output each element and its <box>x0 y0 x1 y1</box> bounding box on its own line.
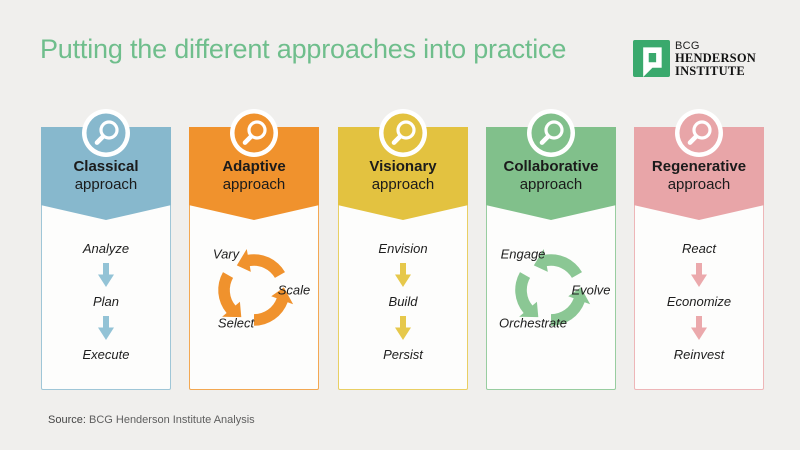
cycle-step-label: Engage <box>500 246 546 262</box>
step-label: React <box>682 241 716 256</box>
approach-card-collaborative: Collaborative approach Engage Evolve Orc… <box>486 127 616 390</box>
approach-name: Visionary <box>369 158 437 175</box>
cycle-step-label: Vary <box>212 246 240 262</box>
magnifier-icon <box>675 109 723 157</box>
approach-card-classical: Classical approach Analyze Plan Execute <box>41 127 171 390</box>
page-title: Putting the different approaches into pr… <box>40 34 567 64</box>
down-arrow-icon <box>691 263 707 287</box>
card-body: Analyze Plan Execute <box>42 220 170 389</box>
approach-card-regenerative: Regenerative approach React Economize Re… <box>634 127 764 390</box>
approach-subtitle: approach <box>519 176 583 193</box>
step-label: Plan <box>92 294 120 309</box>
approach-subtitle: approach <box>667 176 731 193</box>
step-label: Reinvest <box>673 347 725 362</box>
source-label: Source: <box>48 414 86 426</box>
card-banner: Visionary approach <box>338 127 468 220</box>
logo: BCG HENDERSON INSTITUTE <box>633 40 756 77</box>
down-arrow-icon <box>395 263 411 287</box>
step-label: Persist <box>383 347 423 362</box>
approach-name: Adaptive <box>222 158 286 175</box>
magnifier-badge <box>675 109 723 157</box>
approach-card-adaptive: Adaptive approach Vary Scale Select <box>189 127 319 390</box>
logo-institute: INSTITUTE <box>675 63 745 78</box>
logo-bcg: BCG <box>675 40 700 52</box>
approach-subtitle: approach <box>222 176 286 193</box>
magnifier-icon <box>230 109 278 157</box>
approach-name: Classical <box>73 158 139 175</box>
logo-text: BCG HENDERSON INSTITUTE <box>675 40 756 77</box>
step-label: Economize <box>666 294 732 309</box>
approach-subtitle: approach <box>371 176 435 193</box>
speech-bubble-icon <box>633 40 670 77</box>
card-body: Engage Evolve Orchestrate <box>487 220 615 375</box>
magnifier-icon <box>82 109 130 157</box>
source-text: BCG Henderson Institute Analysis <box>88 414 255 426</box>
step-label: Analyze <box>82 241 130 256</box>
card-body: React Economize Reinvest <box>635 220 763 389</box>
approach-subtitle: approach <box>74 176 138 193</box>
logo-henderson: HENDERSON <box>675 51 756 65</box>
down-arrow-icon <box>691 316 707 340</box>
step-label: Execute <box>82 347 130 362</box>
magnifier-badge <box>379 109 427 157</box>
step-label: Envision <box>378 241 428 256</box>
magnifier-icon <box>527 109 575 157</box>
card-body: Vary Scale Select <box>190 220 318 375</box>
magnifier-badge <box>82 109 130 157</box>
card-banner: Classical approach <box>41 127 171 220</box>
approach-name: Collaborative <box>503 158 599 175</box>
card-body: Envision Build Persist <box>339 220 467 389</box>
magnifier-badge <box>527 109 575 157</box>
approach-name: Regenerative <box>651 158 747 175</box>
down-arrow-icon <box>98 316 114 340</box>
cycle-step-label: Evolve <box>571 282 611 298</box>
cycle-step-label: Scale <box>277 282 311 298</box>
source-note: Source: BCG Henderson Institute Analysis <box>48 414 255 426</box>
cycle-step-label: Orchestrate <box>499 315 567 331</box>
down-arrow-icon <box>98 263 114 287</box>
approach-card-visionary: Visionary approach Envision Build Persis… <box>338 127 468 390</box>
magnifier-badge <box>230 109 278 157</box>
down-arrow-icon <box>395 316 411 340</box>
cycle-step-label: Select <box>217 315 255 331</box>
step-label: Build <box>388 294 418 309</box>
magnifier-icon <box>379 109 427 157</box>
